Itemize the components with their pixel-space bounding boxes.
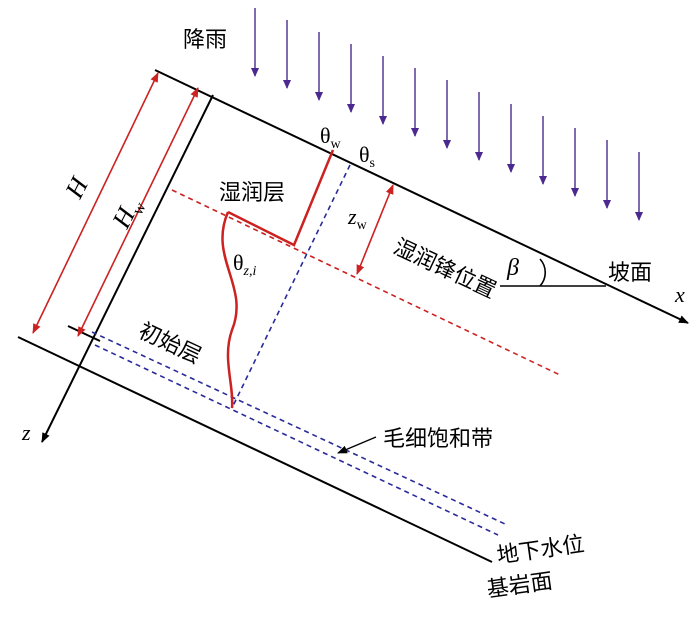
capillary-zone-line-upper	[91, 331, 506, 525]
Hw-dimension-arrow	[77, 87, 199, 337]
bedrock-label: 基岩面	[485, 569, 554, 603]
theta-zi-symbol: θz,i	[233, 250, 256, 279]
zw-main: z	[347, 204, 357, 229]
slope-surface-line	[154, 69, 689, 324]
beta-symbol: β	[506, 255, 519, 281]
slope-surface-label: 坡面	[608, 261, 652, 286]
initial-layer-label: 初始层	[134, 319, 204, 370]
theta-s-main: θ	[359, 142, 370, 167]
zw-symbol: zw	[347, 204, 368, 233]
wetting-front-label: 湿润锋位置	[389, 235, 499, 304]
theta-w-symbol: θw	[320, 123, 342, 152]
zw-sub: w	[357, 218, 368, 233]
bedrock-surface-line	[17, 336, 493, 563]
groundwater-label: 地下水位	[495, 532, 586, 569]
theta-w-sub: w	[331, 137, 342, 152]
rain-label: 降雨	[183, 28, 227, 53]
theta-s-sub: s	[370, 156, 375, 171]
capillary-zone-label: 毛细饱和带	[383, 427, 493, 452]
capillary-zone-line-lower	[94, 344, 499, 536]
saturation-line	[231, 164, 351, 409]
z-axis-label: z	[21, 420, 31, 445]
theta-w-main: θ	[320, 123, 331, 148]
Hw-symbol: Hw	[106, 192, 150, 235]
theta-zi-sub: z,i	[243, 264, 257, 279]
rain-arrows	[251, 8, 643, 221]
capillary-leader-arrow	[337, 436, 377, 454]
wetting-layer-profile	[227, 149, 335, 247]
beta-angle-arc	[539, 258, 547, 287]
theta-s-symbol: θs	[359, 142, 375, 171]
wetting-layer-label: 湿润层	[219, 181, 285, 206]
H-symbol: H	[59, 172, 94, 204]
x-axis-label: x	[674, 282, 685, 307]
initial-moisture-curve	[221, 211, 238, 409]
zw-dimension-arrow	[356, 184, 394, 275]
theta-zi-main: θ	[233, 250, 244, 275]
